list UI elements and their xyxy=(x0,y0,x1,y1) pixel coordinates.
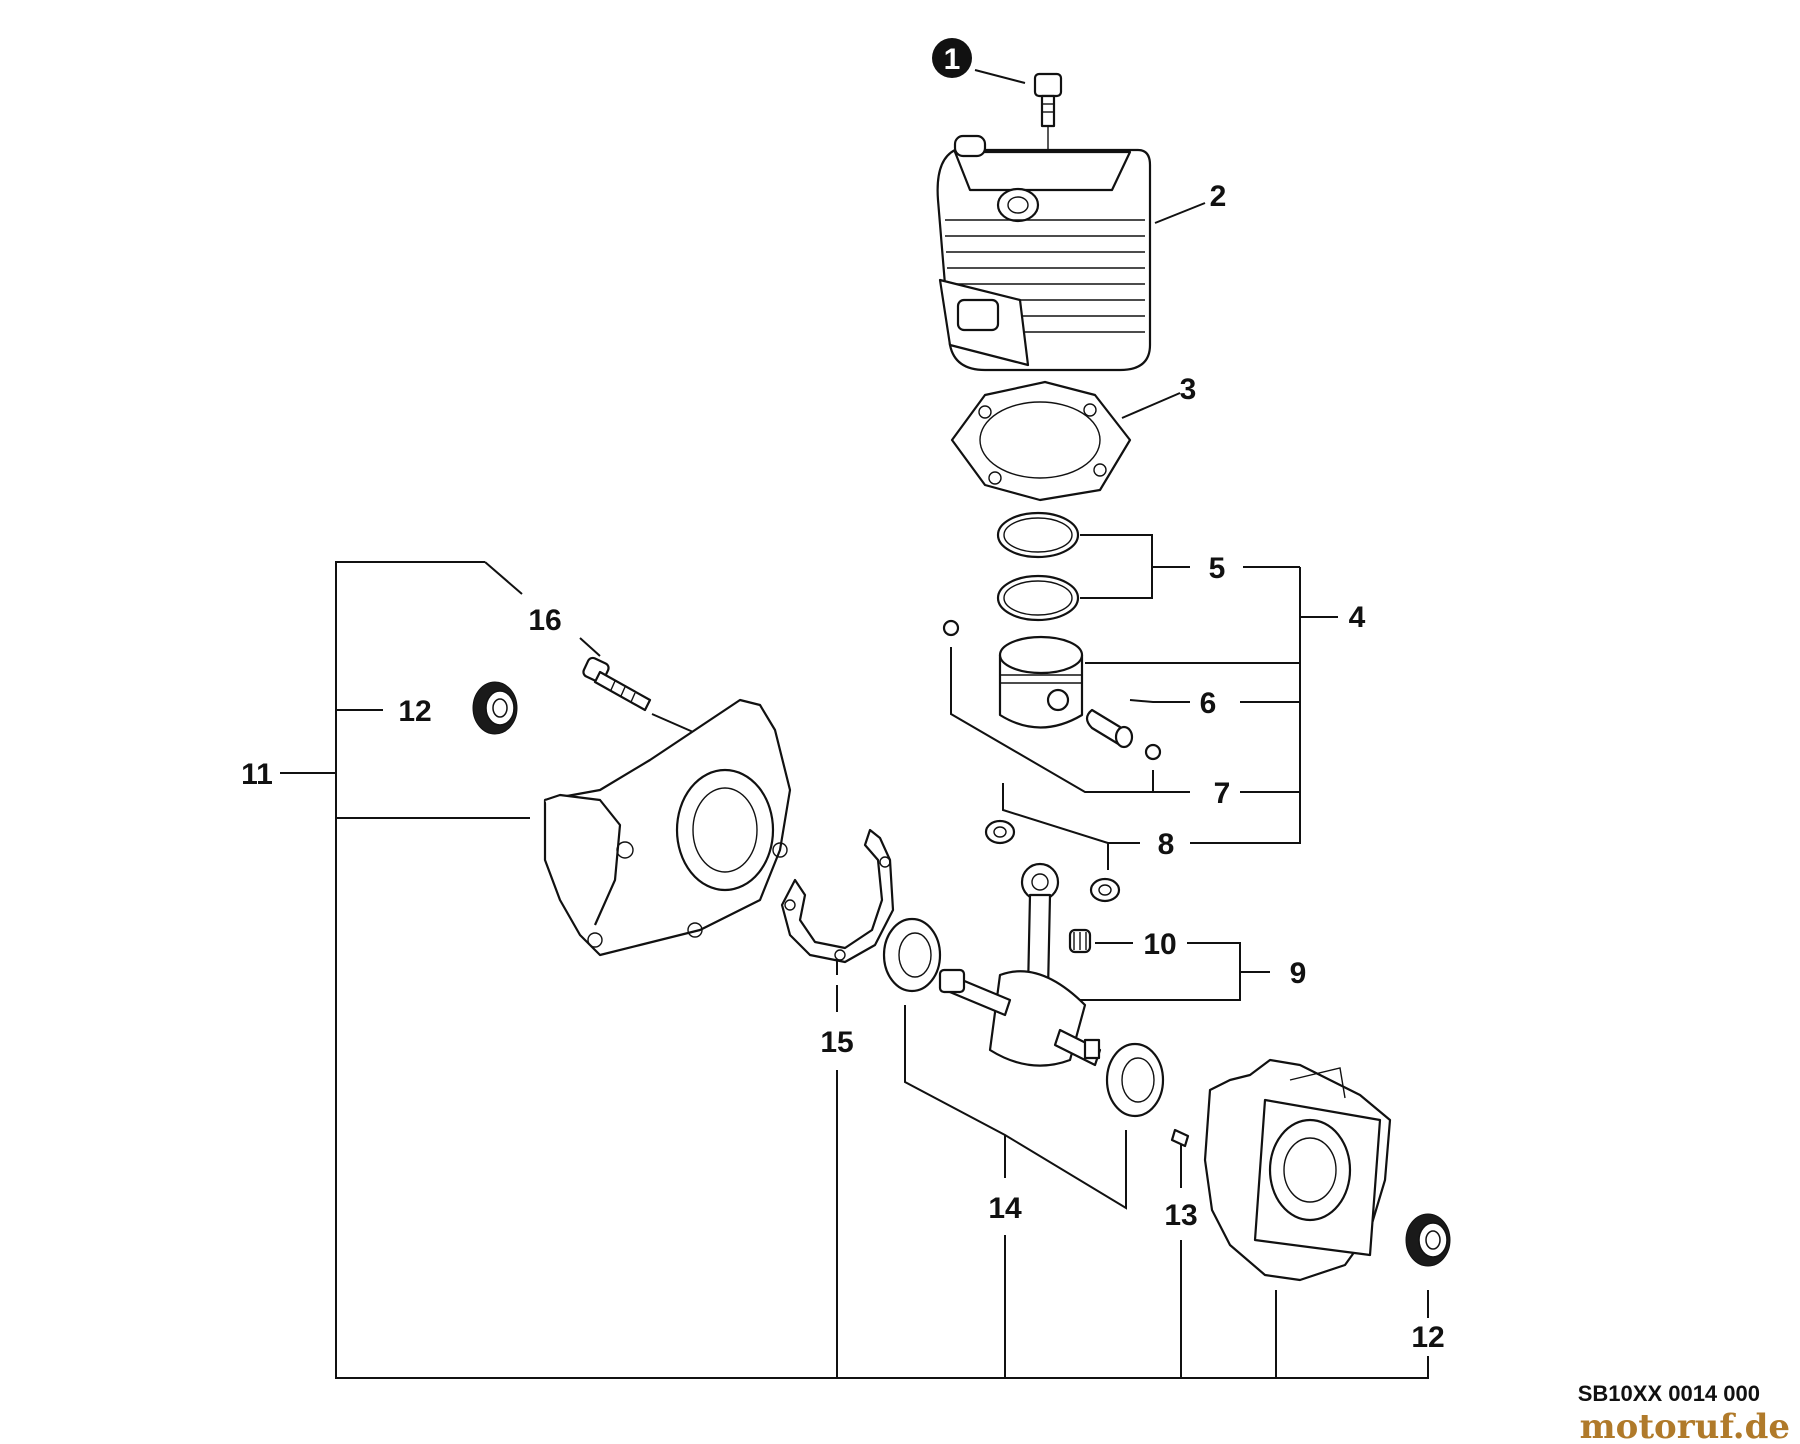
part-gasket-3 xyxy=(950,380,1132,502)
part-washers-8 xyxy=(984,819,1121,903)
callout-labels: 1 2 3 4 5 6 7 8 9 10 11 12 12 13 14 15 1… xyxy=(241,38,1445,1354)
callout-badge-1: 1 xyxy=(932,38,972,78)
part-piston-pin-6 xyxy=(1085,708,1134,749)
part-crankshaft-9 xyxy=(938,862,1102,1067)
callout-15: 15 xyxy=(820,1026,853,1059)
part-piston-rings-5 xyxy=(996,511,1080,622)
watermark-logo: motoruf.de xyxy=(1580,1407,1790,1444)
part-seal-12-right xyxy=(1405,1213,1451,1267)
diagram-reference-code: SB10XX 0014 000 xyxy=(1578,1381,1760,1406)
callout-12-left: 12 xyxy=(398,695,431,728)
callout-16: 16 xyxy=(528,604,561,637)
leader-lines xyxy=(280,69,1429,1379)
callout-8: 8 xyxy=(1158,828,1175,861)
svg-text:1: 1 xyxy=(944,43,961,76)
part-screw-16 xyxy=(582,656,652,712)
callout-3: 3 xyxy=(1180,373,1197,406)
callout-14: 14 xyxy=(988,1192,1022,1225)
part-needle-bearing-10 xyxy=(1068,928,1092,954)
callout-9: 9 xyxy=(1290,957,1307,990)
callout-10: 10 xyxy=(1143,928,1176,961)
part-bearings-14 xyxy=(882,917,1165,1118)
callout-7: 7 xyxy=(1214,777,1231,810)
part-crankcase-left-11 xyxy=(543,698,792,957)
callout-5: 5 xyxy=(1209,552,1226,585)
part-piston-4 xyxy=(998,635,1084,729)
callout-11: 11 xyxy=(241,758,273,791)
part-gasket-15 xyxy=(780,828,895,964)
part-cylinder-2 xyxy=(936,134,1152,372)
callout-12-right: 12 xyxy=(1411,1321,1444,1354)
part-seal-12-left xyxy=(472,681,518,735)
callout-2: 2 xyxy=(1210,180,1227,213)
part-pin-13 xyxy=(1170,1128,1190,1148)
part-crankcase-right xyxy=(1203,1058,1392,1282)
callout-13: 13 xyxy=(1164,1199,1197,1232)
part-clips-7 xyxy=(942,619,1162,761)
callout-4: 4 xyxy=(1349,601,1366,634)
callout-6: 6 xyxy=(1200,687,1217,720)
